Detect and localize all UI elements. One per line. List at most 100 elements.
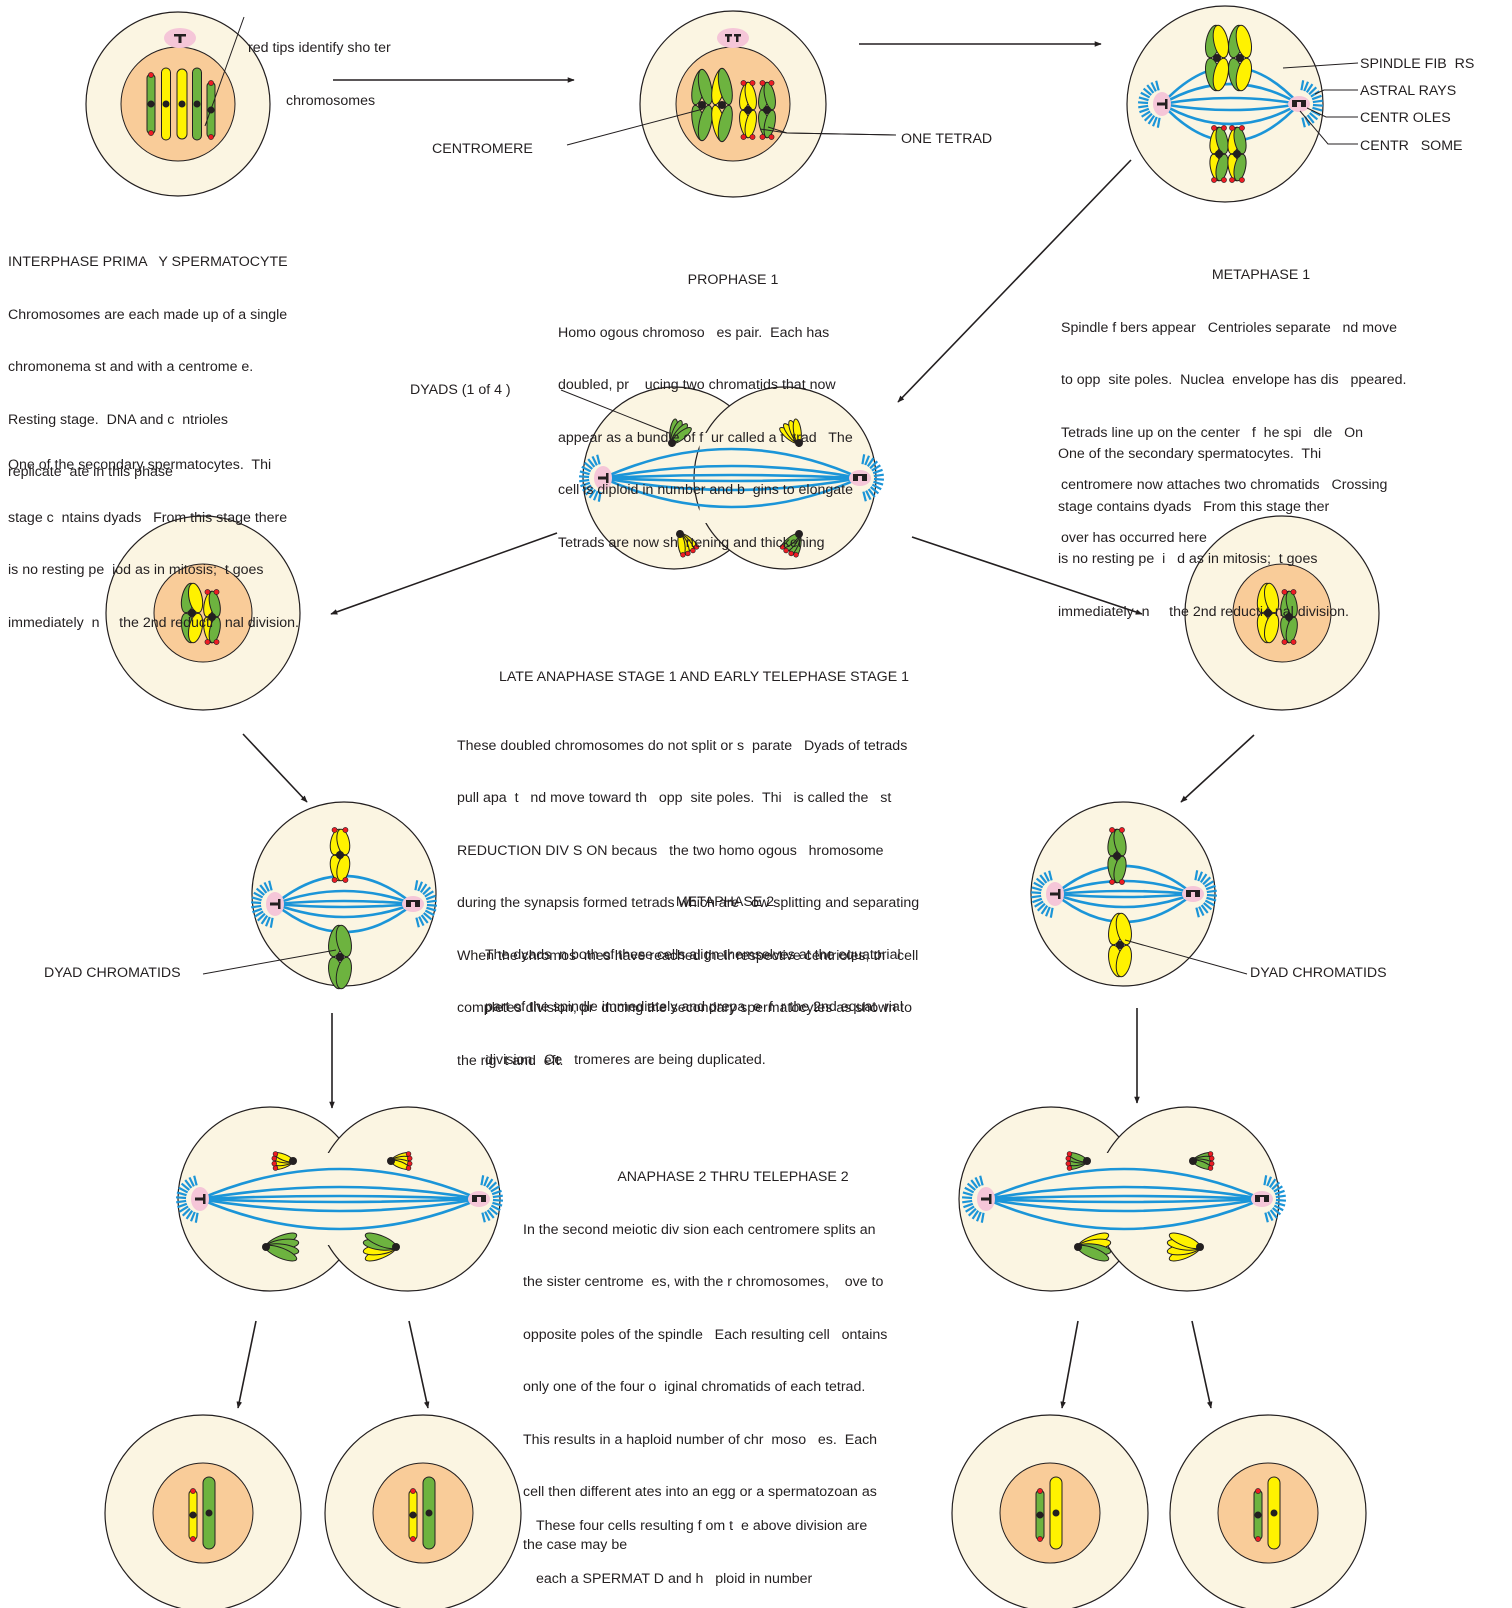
late-anaphase-1-line: completes division, pr ducing the second… (457, 1000, 913, 1016)
centromere-dot (392, 1243, 400, 1251)
astral-ray (1036, 902, 1046, 912)
astral-ray (865, 490, 872, 501)
dyad (387, 1151, 413, 1171)
centriole (270, 902, 278, 906)
chromosome (691, 68, 713, 142)
astral-ray (1140, 91, 1151, 99)
chromosome-tip (208, 134, 214, 140)
centrosome-body (468, 1191, 490, 1207)
astral-ray (1044, 906, 1051, 917)
astral-ray (264, 916, 271, 927)
astral-ray (1303, 81, 1310, 92)
chromosome-tip (740, 134, 747, 140)
centriole (415, 901, 420, 907)
dyad-chromatids-label-left: DYAD CHROMATIDS (44, 965, 181, 981)
interphase-line: Resting stage. DNA and c ntrioles (8, 411, 229, 428)
red-tips-label-line-2: chromosomes (286, 92, 376, 109)
centrosome (1251, 1191, 1273, 1207)
chromatid-lobe (1233, 153, 1247, 182)
chromosome (329, 827, 351, 883)
astral-ray (260, 914, 269, 925)
astral-ray (176, 1191, 187, 1197)
chromatid-lobe (1263, 612, 1280, 644)
chromosome-tip (1221, 125, 1227, 131)
dyad (262, 1232, 300, 1262)
astral-ray (862, 491, 867, 502)
chromosome-tip (690, 547, 696, 554)
secondary-left-line: stage c ntains dyads From this stage the… (8, 509, 288, 526)
astral-ray (1275, 1194, 1286, 1199)
spindle-fiber (199, 1197, 480, 1231)
astral-ray (251, 904, 262, 909)
astral-ray (1206, 889, 1217, 894)
centriole (195, 1197, 203, 1201)
astral-ray (1146, 84, 1155, 94)
astral-ray (596, 454, 601, 465)
centriole (1050, 892, 1058, 896)
astral-ray (1305, 83, 1314, 94)
astral-ray (1202, 876, 1212, 886)
chromosome-tip (740, 80, 747, 86)
centromere-dot (205, 1509, 213, 1517)
chromosome (1256, 582, 1280, 644)
chromosome-tip (1109, 879, 1115, 885)
centromere-dot (1196, 1243, 1204, 1251)
centromere-dot (147, 100, 155, 108)
astral-ray (1273, 1204, 1284, 1212)
astral-ray (426, 899, 437, 904)
astral-ray (1194, 870, 1199, 881)
spindle-fiber (1054, 892, 1194, 909)
astral-ray (419, 883, 428, 894)
astral-ray (1049, 907, 1054, 918)
astral-ray (980, 1212, 985, 1223)
centriole (472, 1196, 477, 1202)
chromatid-lobe (1115, 944, 1132, 978)
astral-ray (866, 457, 875, 468)
centriole (1157, 102, 1165, 106)
chromosome (1267, 1476, 1281, 1550)
centromere-label: CENTROMERE (432, 141, 533, 157)
centriole (472, 1195, 486, 1197)
prophase-1-cell (639, 10, 827, 198)
chromosome-tip (1211, 177, 1217, 183)
astral-ray (1198, 906, 1205, 917)
astral-ray (269, 917, 274, 928)
chromosome-tip (759, 80, 766, 86)
astral-ray (966, 1182, 976, 1191)
centriole (203, 1194, 206, 1204)
astral-ray (1141, 110, 1151, 118)
chromatid-lobe (763, 81, 776, 111)
astral-ray (189, 1211, 196, 1222)
astral-ray (1312, 99, 1323, 104)
leader-line (759, 128, 897, 136)
astral-ray (583, 461, 593, 470)
centrosome-body (402, 896, 424, 912)
interphase-cell (85, 11, 271, 197)
metaphase-2-text: METAPHASE 2 The dyads n both of these ce… (485, 859, 965, 1087)
chromosome-tip (1255, 1536, 1261, 1542)
centriole (1264, 1196, 1269, 1202)
centriole (406, 900, 420, 902)
chromatid-lobe (1285, 616, 1298, 644)
spindle-fiber (602, 476, 861, 483)
chromosome-tip (1229, 177, 1235, 183)
centriole (481, 1196, 486, 1202)
astral-ray (178, 1186, 189, 1194)
astral-ray (1205, 884, 1216, 891)
chromatid-lobe (1215, 153, 1229, 182)
secondary-left-line: One of the secondary spermatocytes. Thi (8, 457, 272, 473)
centromere-dot (1189, 1157, 1197, 1165)
anaphase-2-line: the sister centrome es, with the r chrom… (523, 1274, 884, 1290)
astral-ray (1206, 896, 1217, 902)
chromosome-tip (204, 639, 211, 645)
centromere-dot (744, 106, 752, 114)
astral-ray (417, 881, 424, 892)
astral-rays (961, 1175, 985, 1223)
astral-ray (869, 460, 879, 470)
astral-ray (1040, 904, 1049, 915)
spindle-fiber (274, 902, 414, 909)
chromatid-lobe (1212, 57, 1230, 92)
leader-line (1314, 89, 1358, 95)
dyad (1189, 1151, 1215, 1171)
anaphase-1-cell (578, 386, 885, 570)
